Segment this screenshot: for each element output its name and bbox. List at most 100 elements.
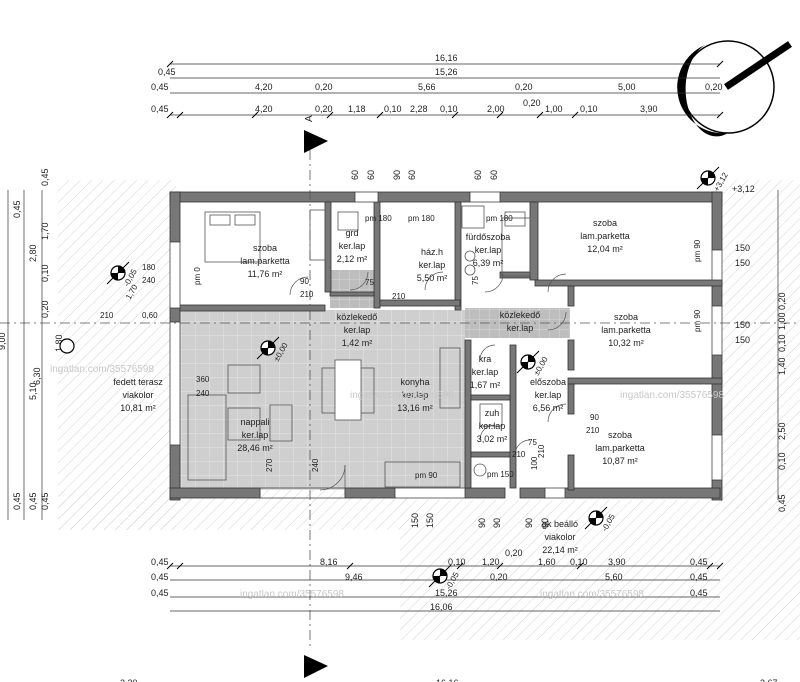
dim-tick	[496, 562, 504, 570]
dim-text: 0,20	[40, 300, 50, 318]
level-marker-icon	[584, 506, 608, 530]
dim-text: 2,00	[487, 104, 505, 114]
dim-text: 0,45	[28, 492, 38, 510]
room-area: 1,42 m²	[342, 338, 373, 348]
dim-text: 0,10	[440, 104, 458, 114]
dim-text: 15,26	[435, 67, 458, 77]
dim-tick	[176, 111, 184, 119]
dim-tick	[251, 111, 259, 119]
room-floor: lam.parketta	[240, 256, 290, 266]
level-marker-icon	[428, 564, 452, 588]
watermark: ingatlan.com/35576598	[50, 364, 154, 375]
dim-tick	[576, 562, 584, 570]
room-floor: ker.lap	[475, 245, 502, 255]
dim-text: 4,20	[255, 104, 273, 114]
dim-tick	[176, 562, 184, 570]
dim-text: 9,46	[345, 572, 363, 582]
room-area: 10,87 m²	[602, 456, 638, 466]
dim-text: 5,60	[605, 572, 623, 582]
opening-text: 240	[196, 389, 210, 398]
dim-tick	[716, 60, 724, 68]
dim-text: 0,20	[515, 82, 533, 92]
opening-text: pm 90	[693, 309, 702, 332]
opening-text: 90	[590, 413, 599, 422]
room-area: 6,56 m²	[533, 403, 564, 413]
windows	[169, 191, 723, 499]
dim-text: 0,10	[777, 452, 787, 470]
room-area: 1,67 m²	[470, 380, 501, 390]
dim-tick	[376, 111, 384, 119]
opening-text: 210	[586, 426, 600, 435]
dim-text: 2,28	[410, 104, 428, 114]
room-area: 5,50 m²	[417, 273, 448, 283]
room-name: közlekedő	[337, 312, 378, 322]
room-name: szoba	[593, 218, 617, 228]
room-floor: viakolor	[122, 390, 153, 400]
level-marker-icon	[516, 350, 540, 374]
dim-text: 0,45	[777, 494, 787, 512]
dim-text: 1,80	[54, 334, 64, 352]
room-area: 11,76 m²	[248, 269, 283, 279]
dim-tick	[716, 111, 724, 119]
room-floor: ker.lap	[344, 325, 371, 335]
opening-text: 240	[311, 458, 320, 472]
dim-text: 1,40	[777, 357, 787, 375]
room-floor: ker.lap	[472, 367, 499, 377]
dim-text: 16,16	[435, 53, 458, 63]
dim-tick	[451, 111, 459, 119]
dim-text: 60	[473, 170, 483, 180]
dim-text: 0,45	[12, 492, 22, 510]
opening-text: pm 180	[365, 214, 392, 223]
dim-text: 1,00	[545, 104, 563, 114]
dim-text: 0,20	[705, 82, 723, 92]
section-arrow-top	[304, 130, 328, 153]
dim-text: 0,45	[690, 557, 708, 567]
dim-text: 0,45	[158, 67, 176, 77]
room-name: fürdőszoba	[466, 232, 511, 242]
dim-text: 0,10	[570, 557, 588, 567]
dim-text: 0,10	[384, 104, 402, 114]
dim-text: 150	[735, 320, 750, 330]
opening-text: 0,60	[142, 311, 158, 320]
opening-text: 75	[528, 438, 537, 447]
dim-text: 8,16	[320, 557, 338, 567]
room-name: ház.h	[421, 247, 443, 257]
dim-text: 150	[735, 335, 750, 345]
dim-text: 3,90	[640, 104, 658, 114]
room-area: 3,02 m²	[477, 434, 508, 444]
dim-text: 0,45	[151, 588, 169, 598]
dim-tick	[456, 562, 464, 570]
opening-text: 100	[530, 456, 539, 470]
opening-text: 210	[100, 311, 114, 320]
dim-text: 0,45	[151, 104, 169, 114]
dim-tick	[536, 111, 544, 119]
dim-text: 90	[540, 518, 550, 528]
dim-text: 1,70	[40, 222, 50, 240]
dim-text: 0,10	[580, 104, 598, 114]
dim-text: 2,80	[28, 244, 38, 262]
level-marker-icon	[59, 338, 75, 354]
north-arrow-icon	[677, 40, 792, 137]
room-area: 12,04 m²	[587, 244, 623, 254]
door-swings	[289, 271, 567, 491]
dim-text: 1,20	[482, 557, 500, 567]
watermark: ingatlan.com/35576598	[350, 390, 454, 401]
side-paving	[720, 180, 800, 510]
dim-text: 90	[392, 170, 402, 180]
watermark: ingatlan.com/35576598	[620, 390, 724, 401]
dim-tick	[706, 562, 714, 570]
room-name: zuh	[485, 408, 500, 418]
dim-text: 0,20	[777, 292, 787, 310]
room-name: előszoba	[530, 377, 566, 387]
dim-text: 3,67	[760, 678, 778, 682]
room-area: 6,39 m²	[473, 258, 504, 268]
opening-text: 75	[471, 276, 480, 285]
room-floor: ker.lap	[402, 390, 429, 400]
dim-text: 16,06	[430, 602, 453, 612]
dim-text: 0,20	[315, 82, 333, 92]
opening-text: 240	[142, 276, 156, 285]
opening-text: 75	[365, 278, 374, 287]
